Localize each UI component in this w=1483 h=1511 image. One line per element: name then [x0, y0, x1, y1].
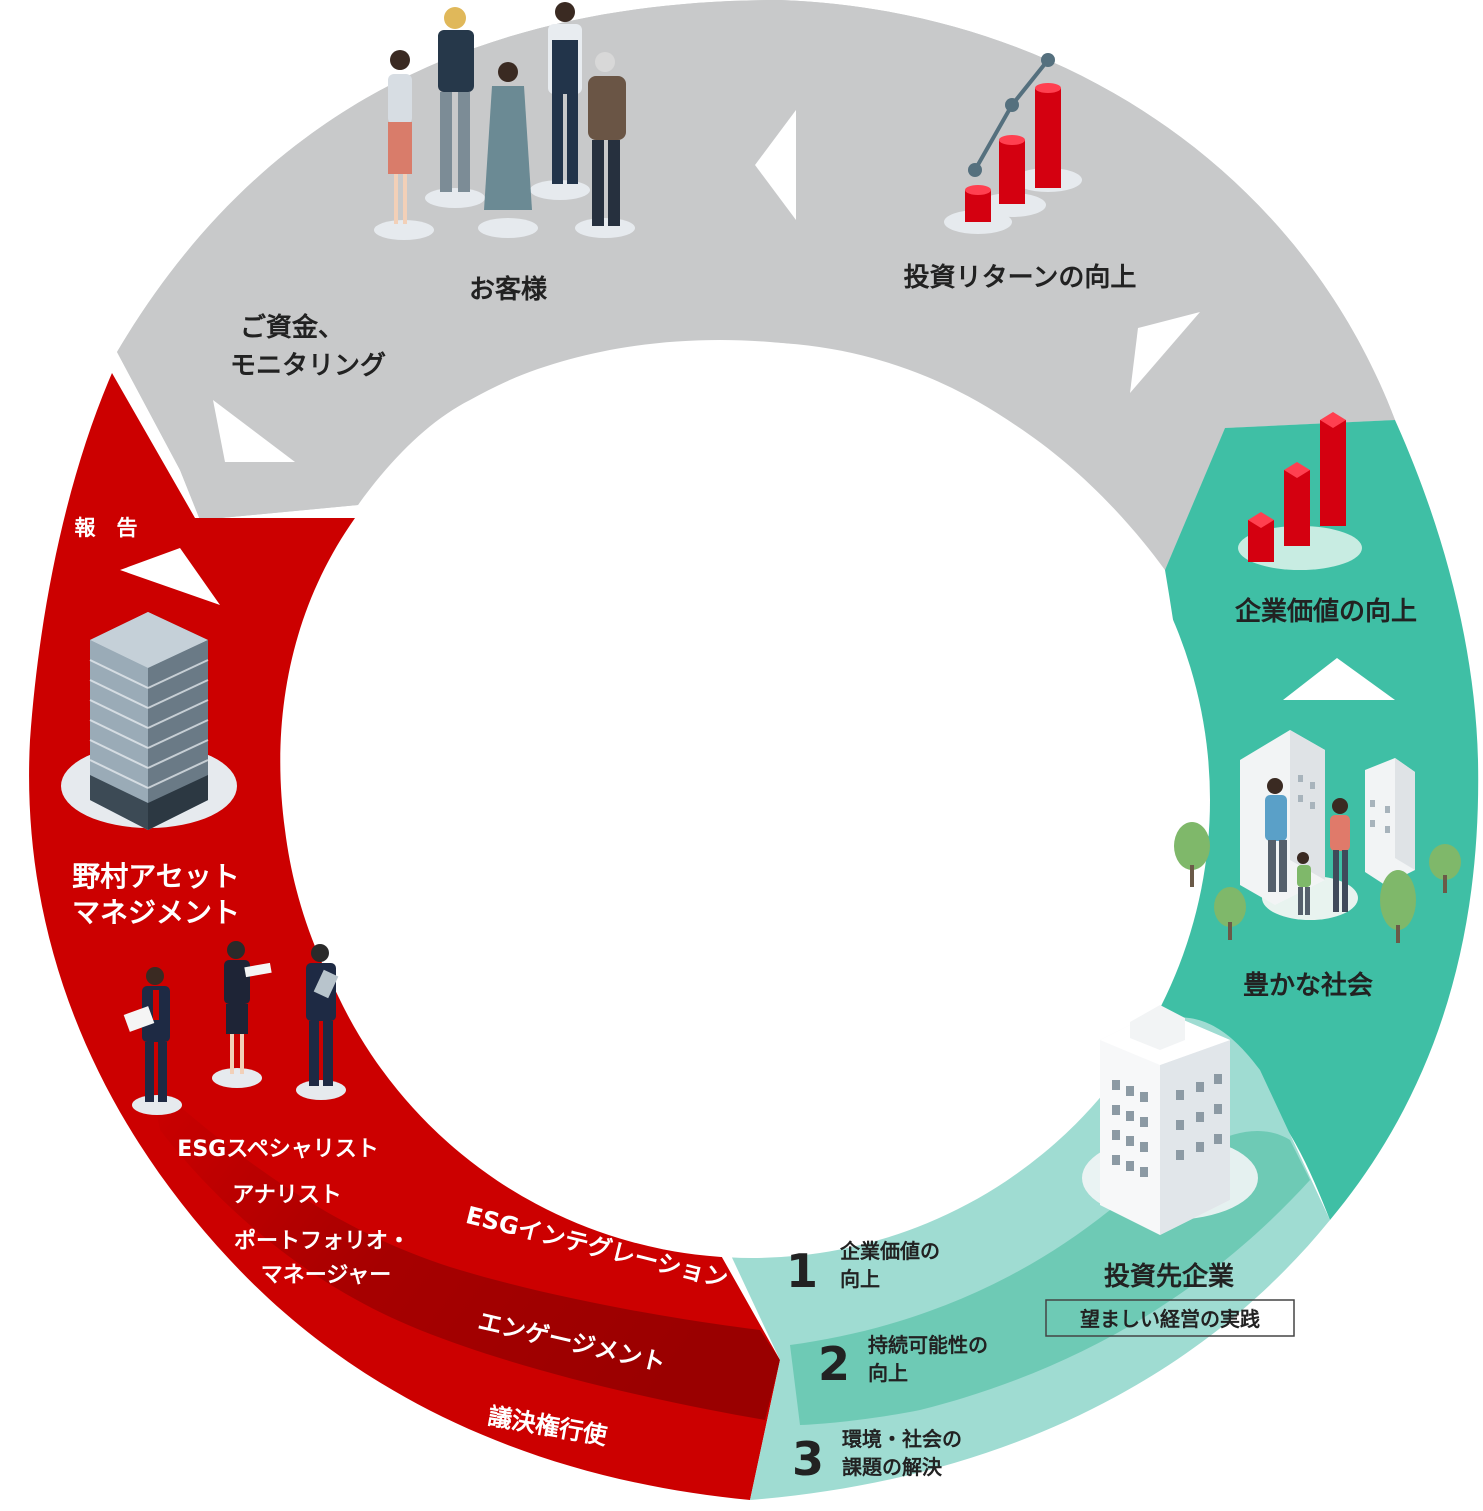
return-label: 投資リターンの向上: [904, 262, 1137, 293]
enterprise-value-label: 企業価値の向上: [1235, 596, 1417, 627]
business-people-icon: [123, 941, 346, 1115]
step-2: 2 持続可能性の 向上: [818, 1333, 988, 1391]
funds-label-line1: ご資金、: [240, 312, 344, 343]
step-text-line2: 向上: [840, 1267, 880, 1291]
step-text-line1: 環境・社会の: [842, 1427, 962, 1451]
step-number: 2: [818, 1337, 850, 1391]
line-bar-chart-icon: [944, 53, 1082, 234]
practice-label: 望ましい経営の実践: [1080, 1307, 1260, 1331]
arrow-triangle-icon: [213, 400, 295, 462]
step-text-line2: 向上: [868, 1361, 908, 1385]
customers-label: お客様: [469, 274, 548, 305]
pm-label-line2: マネージャー: [261, 1263, 391, 1288]
arrow-triangle-icon: [1130, 312, 1200, 393]
investee-label: 投資先企業: [1104, 1261, 1234, 1292]
analyst-label: アナリスト: [232, 1183, 342, 1208]
arrow-triangle-icon: [1283, 658, 1395, 700]
family-city-icon: [1174, 730, 1461, 943]
arrow-triangle-icon: [755, 110, 796, 220]
bar-chart-icon: [1238, 412, 1362, 570]
esg-specialist-label: ESGスペシャリスト: [177, 1137, 378, 1162]
arrow-triangle-icon: [120, 548, 220, 605]
investee-building-icon: [1082, 1005, 1258, 1235]
people-icon: [374, 2, 635, 240]
step-number: 3: [792, 1432, 824, 1486]
report-label: 報 告: [75, 516, 138, 540]
step-3: 3 環境・社会の 課題の解決: [792, 1427, 962, 1486]
step-text-line1: 企業価値の: [839, 1239, 940, 1263]
rich-society-label: 豊かな社会: [1243, 970, 1373, 1001]
practice-box: [1045, 1299, 1295, 1337]
office-tower-icon: [61, 612, 237, 830]
step-text-line1: 持続可能性の: [868, 1333, 988, 1357]
company-label-line1: 野村アセット: [72, 860, 239, 893]
company-label-line2: マネジメント: [72, 896, 240, 929]
step-text-line2: 課題の解決: [842, 1455, 943, 1479]
pm-label-line1: ポートフォリオ・: [234, 1228, 410, 1254]
step-1: 1 企業価値の 向上: [786, 1239, 940, 1298]
step-number: 1: [786, 1244, 818, 1298]
funds-label-line2: モニタリング: [230, 351, 386, 381]
